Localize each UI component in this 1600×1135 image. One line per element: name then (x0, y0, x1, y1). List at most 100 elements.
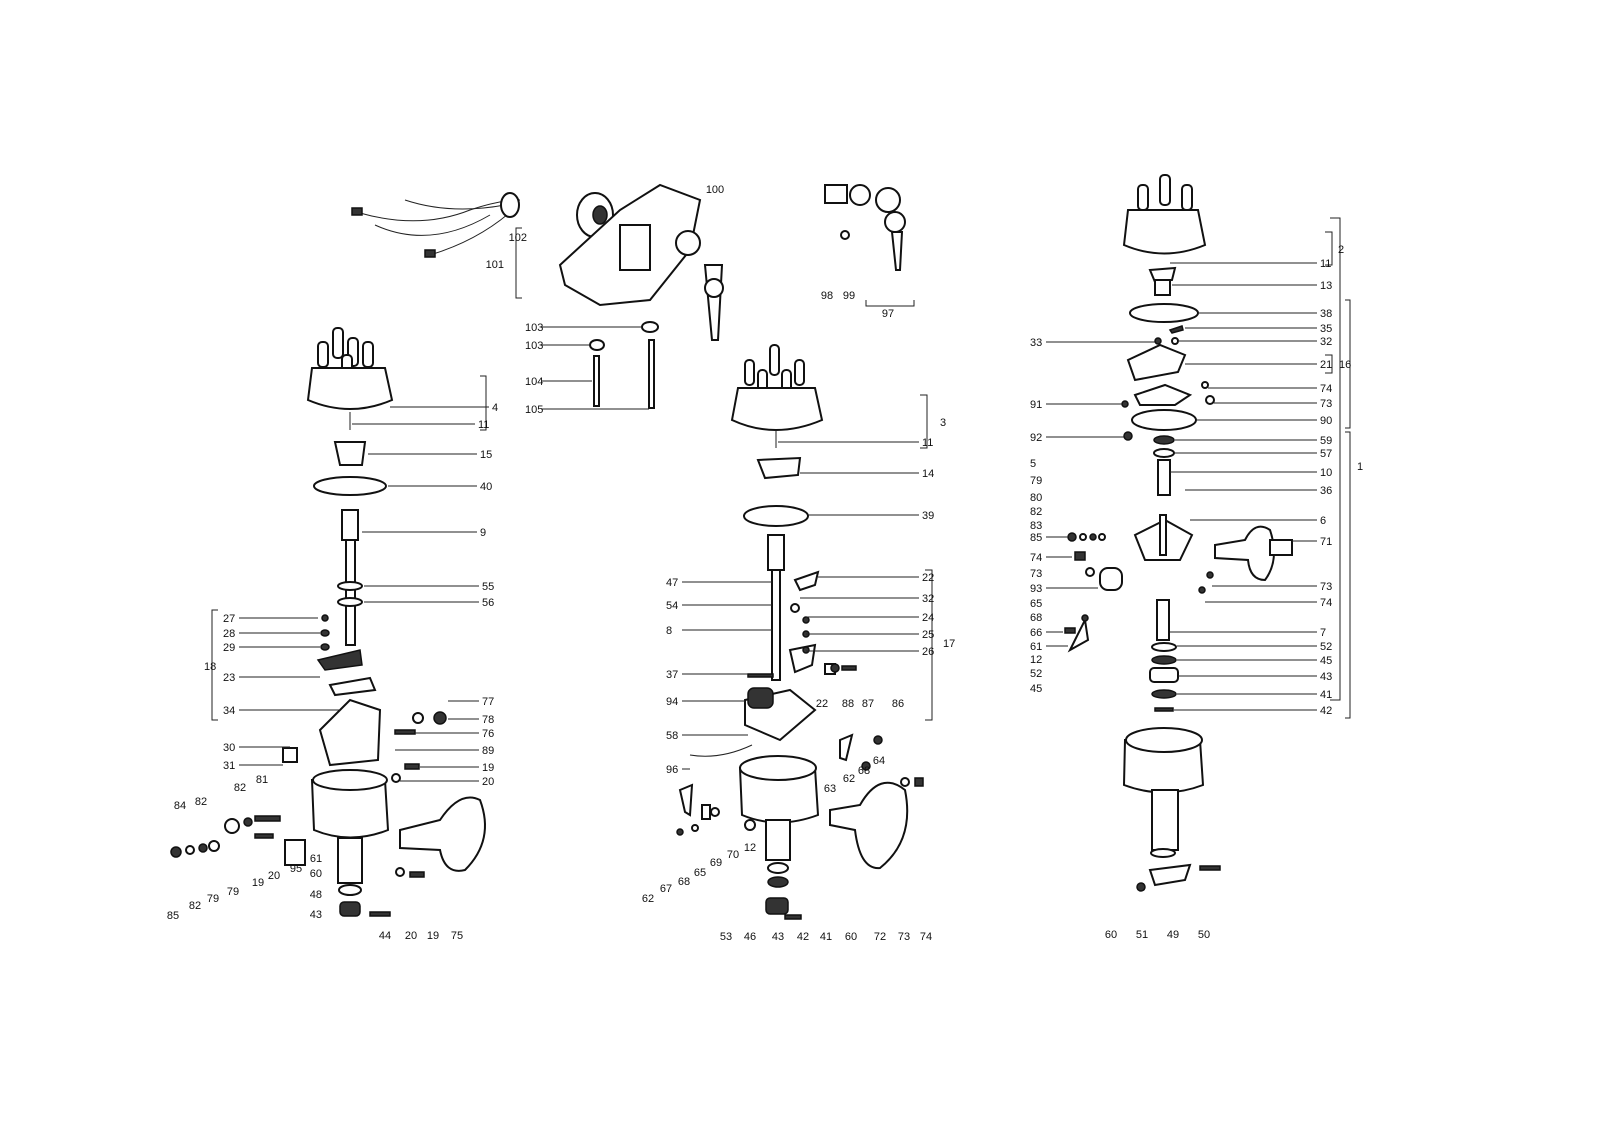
part-label: 91 (1030, 399, 1042, 411)
washer (1151, 655, 1177, 665)
part-label: 32 (922, 593, 934, 605)
shaft (1156, 599, 1170, 641)
contact-arm (1067, 616, 1090, 653)
middle-distributor (676, 344, 933, 920)
switch-barrel (849, 184, 871, 206)
part-label: 43 (1320, 671, 1332, 683)
part-label: 73 (898, 931, 910, 943)
part-label: 9 (480, 527, 486, 539)
small-hardware (676, 603, 924, 920)
vacuum-unit (1214, 525, 1275, 582)
part-label: 56 (482, 597, 494, 609)
part-label: 95 (290, 863, 302, 875)
contact-plate (328, 676, 377, 697)
part-label: 54 (666, 600, 678, 612)
cam (1157, 459, 1171, 496)
part-label: 36 (1320, 485, 1332, 497)
part-label: 21 (1320, 359, 1332, 371)
part-label: 68 (858, 765, 870, 777)
breaker-plate (318, 698, 382, 767)
housing-shank (765, 819, 791, 861)
cap-tower (1181, 184, 1193, 211)
part-label: 4 (492, 402, 498, 414)
bolt (593, 355, 600, 407)
key (703, 264, 724, 341)
part-label: 82 (234, 782, 246, 794)
vacuum-diaphragm-rod (1269, 539, 1293, 556)
part-label: 92 (1030, 432, 1042, 444)
part-label: 89 (482, 745, 494, 757)
nut (1136, 882, 1146, 892)
part-label: 48 (310, 889, 322, 901)
housing-shank (1151, 789, 1179, 851)
distributor-cap (730, 387, 824, 431)
cylinder-bore (592, 205, 608, 225)
cap-tower (1159, 174, 1171, 206)
part-label: 2 (1338, 244, 1344, 256)
cam (767, 534, 785, 571)
pin (1154, 707, 1174, 712)
part-label: 20 (482, 776, 494, 788)
part-label: 43 (772, 931, 784, 943)
part-label: 14 (922, 468, 934, 480)
washer (589, 339, 605, 351)
part-label: 97 (882, 308, 894, 320)
drive-gear (765, 897, 789, 915)
part-label: 79 (227, 886, 239, 898)
part-label: 52 (1320, 641, 1332, 653)
part-label: 7 (1320, 627, 1326, 639)
part-label: 82 (189, 900, 201, 912)
part-label: 62 (843, 773, 855, 785)
part-label: 103 (525, 322, 543, 334)
part-label: 23 (223, 672, 235, 684)
part-label: 45 (1320, 655, 1332, 667)
part-label: 73 (1030, 568, 1042, 580)
bracket (1325, 354, 1333, 374)
part-label: 69 (710, 857, 722, 869)
cap-tower (317, 341, 329, 368)
part-label: 65 (1030, 598, 1042, 610)
bracket (920, 394, 928, 449)
washer (337, 597, 363, 607)
condenser (747, 687, 774, 709)
part-label: 67 (660, 883, 672, 895)
part-label: 73 (1320, 581, 1332, 593)
condenser (284, 839, 306, 866)
part-label: 93 (1030, 583, 1042, 595)
part-label: 66 (1030, 627, 1042, 639)
wire (374, 214, 491, 236)
bolt (648, 339, 655, 409)
part-label: 37 (666, 669, 678, 681)
part-label: 84 (174, 800, 186, 812)
wire (689, 744, 753, 757)
part-label: 90 (1320, 415, 1332, 427)
part-label: 34 (223, 705, 235, 717)
housing-shank (337, 837, 363, 884)
cap-tower (794, 359, 805, 386)
bracket (1330, 217, 1341, 701)
weight (793, 570, 820, 592)
part-label: 20 (405, 930, 417, 942)
housing-rim (1125, 727, 1203, 753)
breaker-plate (1131, 409, 1197, 431)
shaft (345, 539, 356, 646)
part-label: 20 (268, 870, 280, 882)
part-label: 81 (256, 774, 268, 786)
part-label: 74 (1030, 552, 1042, 564)
part-label: 35 (1320, 323, 1332, 335)
wire (429, 207, 516, 256)
washer (338, 884, 362, 896)
part-label: 1 (1357, 461, 1363, 473)
part-label: 73 (1320, 398, 1332, 410)
part-label: 79 (1030, 475, 1042, 487)
bracket (865, 300, 915, 307)
part-label: 59 (1320, 435, 1332, 447)
part-label: 41 (1320, 689, 1332, 701)
part-label: 38 (1320, 308, 1332, 320)
part-label: 63 (824, 783, 836, 795)
drive-gear (1149, 667, 1179, 683)
washer (767, 862, 789, 874)
part-label: 60 (1105, 929, 1117, 941)
part-label: 16 (1339, 359, 1351, 371)
part-label: 87 (862, 698, 874, 710)
